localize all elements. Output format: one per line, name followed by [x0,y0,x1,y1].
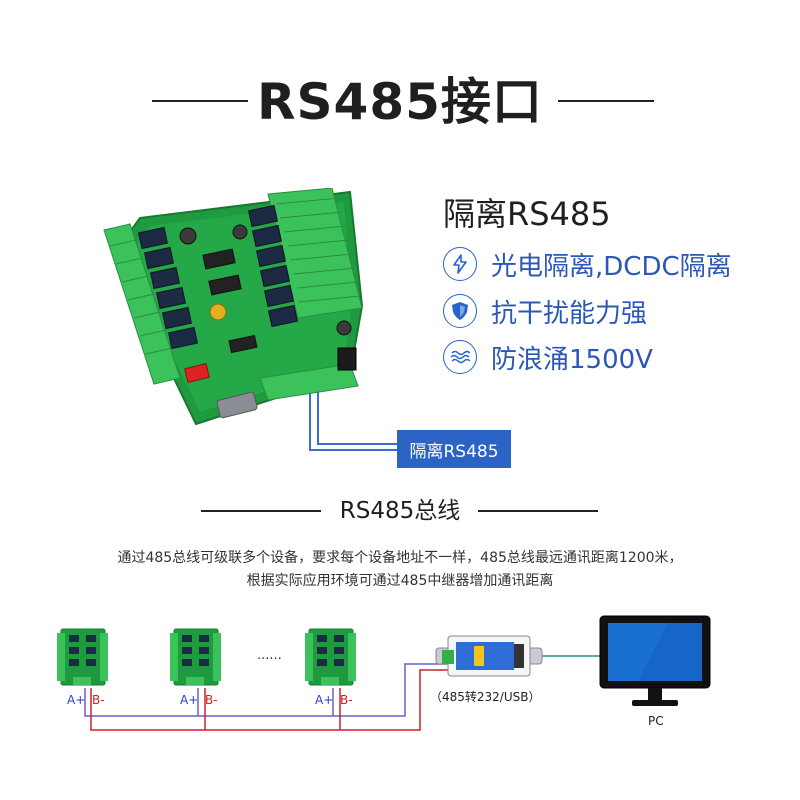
bus-device-1 [57,628,108,686]
bus-rule-right [478,510,598,512]
feature-label: 光电隔离,DCDC隔离 [491,251,732,282]
terminal-b-label: B- [340,693,353,707]
feature-item-surge: 防浪涌1500V [443,337,653,377]
bus-device-3 [305,628,356,686]
bus-wiring [84,655,600,731]
terminal-b-label: B- [92,693,105,707]
feature-label: 防浪涌1500V [491,344,653,375]
title-rule-right [558,100,654,102]
isolated-rs485-tag: 隔离RS485 [397,430,511,468]
bus-title: RS485总线 [339,498,461,524]
features-title: 隔离RS485 [443,195,611,233]
page-title: RS485接口 [257,73,543,131]
feature-item-isolation: 光电隔离,DCDC隔离 [443,244,732,284]
relay-board-image [103,188,398,451]
bus-rule-left [201,510,321,512]
lightning-icon [443,247,477,281]
converter-label: （485转232/USB） [430,690,541,704]
rs485-converter-image [435,635,543,677]
terminal-a-label: A+ [180,693,199,707]
terminal-b-label: B- [205,693,218,707]
title-rule-left [152,100,248,102]
wave-icon [443,340,477,374]
bus-ellipsis: ...... [257,648,282,663]
shield-icon [443,294,477,328]
bus-device-2 [170,628,221,686]
feature-item-interference: 抗干扰能力强 [443,291,647,331]
pc-label: PC [648,714,664,728]
terminal-a-label: A+ [315,693,334,707]
pc-monitor-icon [599,615,711,706]
terminal-a-label: A+ [67,693,86,707]
bus-description-line2: 根据实际应用环境可通过485中继器增加通讯距离 [246,573,554,589]
feature-label: 抗干扰能力强 [491,298,648,329]
bus-description-line1: 通过485总线可级联多个设备，要求每个设备地址不一样，485总线最远通讯距离12… [117,550,683,566]
